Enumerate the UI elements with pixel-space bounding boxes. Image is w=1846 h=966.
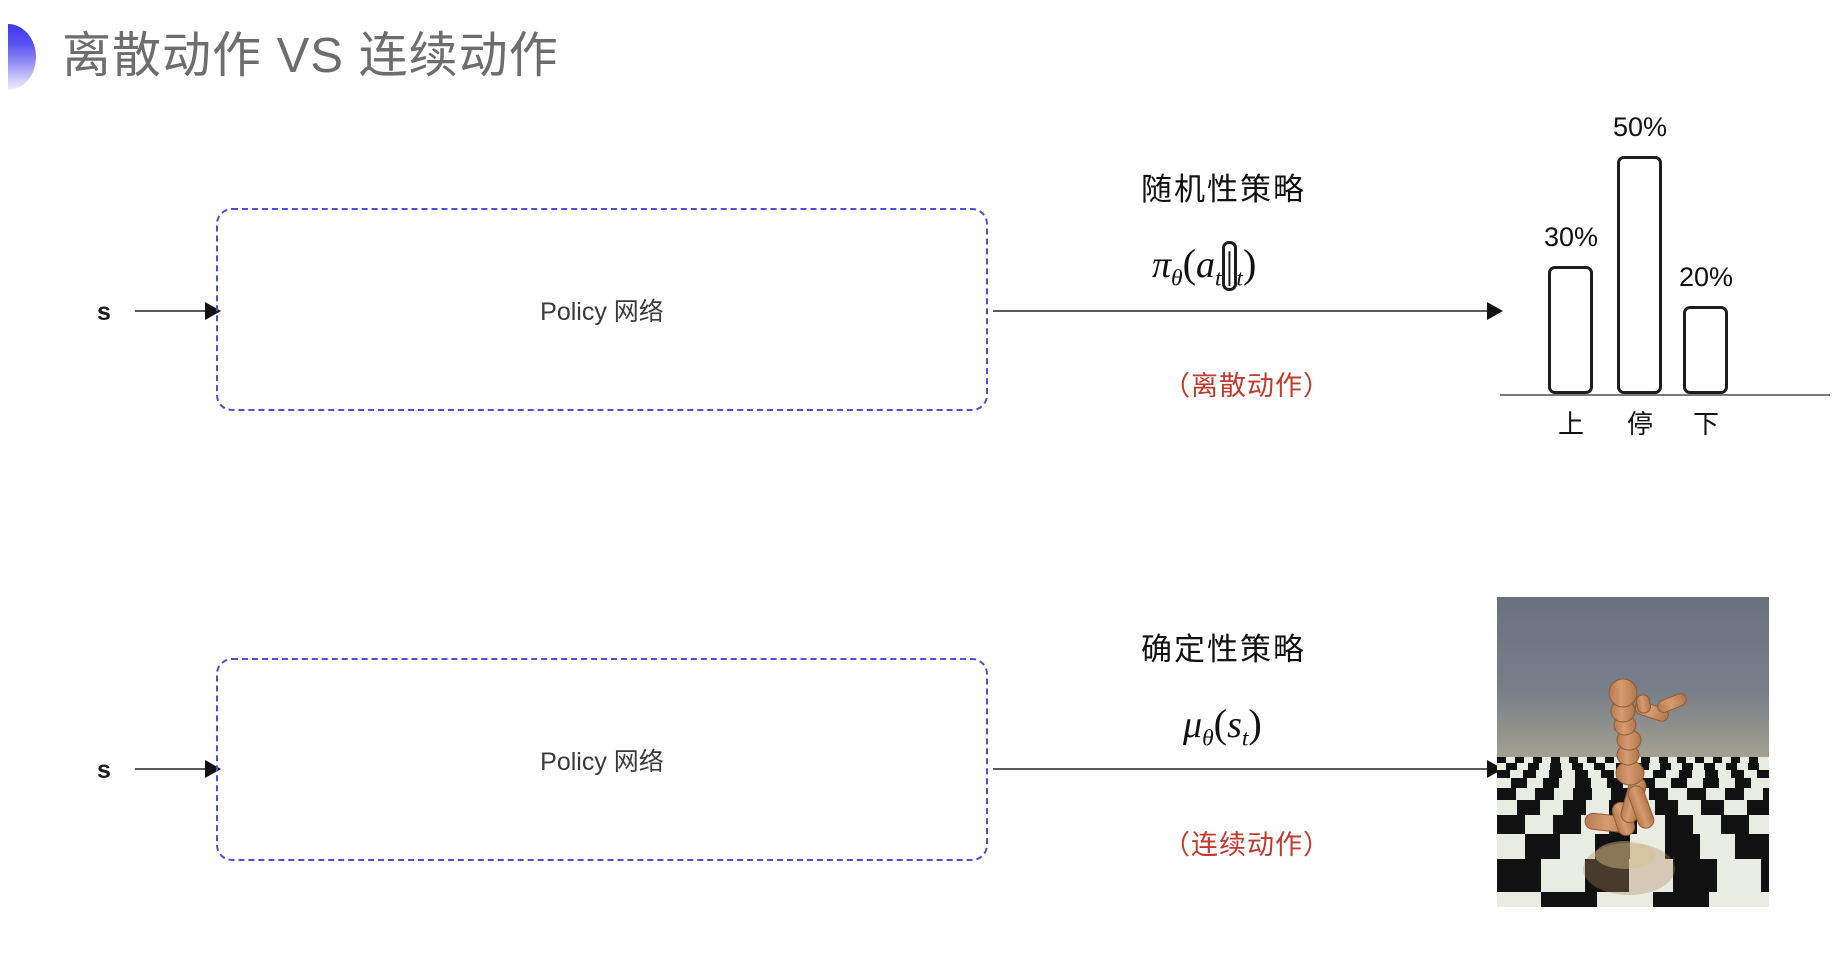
row1-input-arrow-line	[135, 310, 217, 312]
row2-policy-name: 确定性策略	[1141, 632, 1306, 667]
bar-category-2: 下	[1692, 409, 1719, 439]
row1-formula-arg1-sub: t	[1215, 265, 1222, 292]
row2-input-label: s	[97, 756, 111, 784]
title-decor-halfcircle	[8, 24, 36, 90]
row1-formula-arg1: a	[1196, 244, 1216, 286]
bar-1	[1617, 156, 1662, 394]
bar-0	[1548, 266, 1593, 394]
row2-red-note: （连续动作）	[1163, 830, 1331, 860]
page-title: 离散动作 VS 连续动作	[62, 29, 559, 83]
bar-2	[1683, 306, 1728, 394]
row2-formula-arg1-sub: t	[1241, 725, 1249, 752]
row2-policy-box[interactable]: Policy 网络	[216, 658, 988, 861]
row1-output-arrow-line	[993, 310, 1495, 312]
bar-value-1: 50%	[1612, 112, 1668, 142]
row1-formula: πθ(at|st)	[1152, 240, 1256, 293]
bar-category-1: 停	[1626, 409, 1653, 439]
row2-formula-symbol-sub: θ	[1202, 725, 1214, 752]
row1-input-label: s	[97, 298, 111, 326]
row1-policy-box[interactable]: Policy 网络	[216, 208, 988, 411]
row2-formula-open-paren: (	[1213, 701, 1228, 746]
row2-policy-box-label: Policy 网络	[540, 747, 664, 776]
row2-formula-symbol: μ	[1183, 704, 1203, 746]
row1-red-note: （离散动作）	[1163, 371, 1331, 401]
bar-category-0: 上	[1557, 409, 1584, 439]
bar-value-2: 20%	[1678, 262, 1734, 292]
row1-policy-box-label: Policy 网络	[540, 297, 664, 326]
row1-formula-bar: |	[1221, 240, 1238, 291]
row2-output-arrow-line	[993, 768, 1495, 770]
bar-value-0: 30%	[1543, 222, 1599, 252]
row1-formula-symbol: π	[1152, 244, 1172, 286]
humanoid-simulation-image	[1497, 597, 1769, 907]
row2-formula-close-paren: )	[1248, 701, 1262, 746]
row2-formula: μθ(st)	[1183, 700, 1262, 753]
sim-scene-svg	[1497, 597, 1769, 907]
row2-formula-arg1: s	[1227, 704, 1242, 746]
row1-formula-open-paren: (	[1182, 241, 1197, 286]
row1-policy-name: 随机性策略	[1141, 172, 1306, 207]
discrete-action-bar-chart: 30% 上 50% 停 20% 下	[1500, 96, 1830, 439]
row1-output-arrow-head	[1487, 302, 1503, 320]
row1-formula-close-paren: )	[1242, 241, 1257, 286]
row1-formula-arg2-sub: t	[1236, 265, 1243, 292]
row1-formula-symbol-sub: θ	[1171, 265, 1183, 292]
chart-baseline-axis	[1500, 394, 1830, 396]
humanoid-figure	[1584, 678, 1687, 836]
row2-input-arrow-line	[135, 768, 217, 770]
